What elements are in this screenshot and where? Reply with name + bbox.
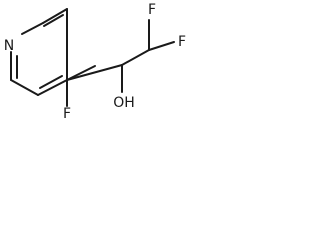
atom-f-ring-label: F	[63, 106, 71, 122]
atom-f1-label: F	[148, 2, 156, 18]
ring-bond-c3-c2	[42, 8, 68, 24]
atom-f2-label: F	[178, 34, 186, 50]
atom-oh-label: OH	[113, 95, 135, 111]
molecule-svg: N F OH F F	[4, 2, 186, 122]
bond-ch-chf2	[121, 49, 150, 66]
ring-bond-c5-c4-inner	[39, 75, 63, 89]
bond-ch-to-cf2	[66, 64, 123, 81]
bond-ring-to-ch	[66, 65, 96, 81]
atom-n-label: N	[4, 38, 14, 54]
ring-bond-c6-c5	[10, 79, 39, 96]
molecule-diagram: N F OH F F	[0, 0, 195, 156]
ring-bond-c2-c3-inner	[43, 14, 64, 27]
bond-chf2-f2	[148, 41, 175, 51]
ring-bond-c2-n	[21, 22, 44, 35]
ring-bond-c5-c4	[37, 79, 68, 96]
